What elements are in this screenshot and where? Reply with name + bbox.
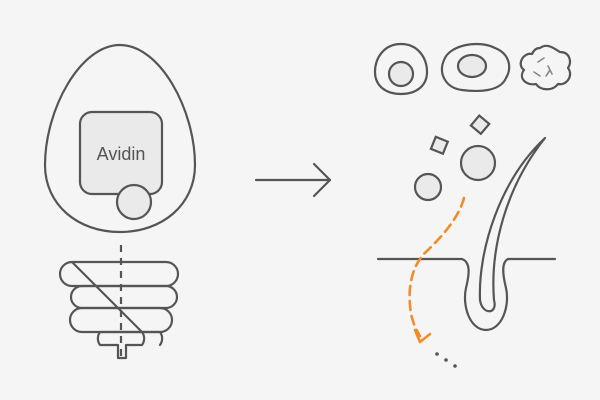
biotin-particle-circle — [413, 172, 443, 202]
biotin-particle-square — [429, 135, 450, 156]
hair-follicle-icon — [460, 136, 547, 332]
absorption-path-arrow — [408, 196, 466, 368]
boiled-egg-icon — [373, 42, 429, 96]
scrambled-egg-icon — [519, 44, 572, 91]
biotin-particles — [413, 113, 497, 202]
path-dot — [444, 358, 448, 362]
raw-egg-icon — [43, 43, 197, 234]
arrow-right-icon — [254, 162, 332, 198]
intestine-icon — [58, 245, 180, 360]
raw-egg-group: Avidin — [43, 43, 197, 234]
biotin-particle-circle — [459, 144, 497, 182]
fried-egg-icon — [440, 42, 511, 93]
path-dot — [435, 352, 439, 356]
path-dot — [453, 364, 457, 368]
biotin-particle-square — [469, 113, 491, 136]
bound-biotin-circle — [115, 183, 153, 221]
avidin-label: Avidin — [97, 144, 146, 164]
